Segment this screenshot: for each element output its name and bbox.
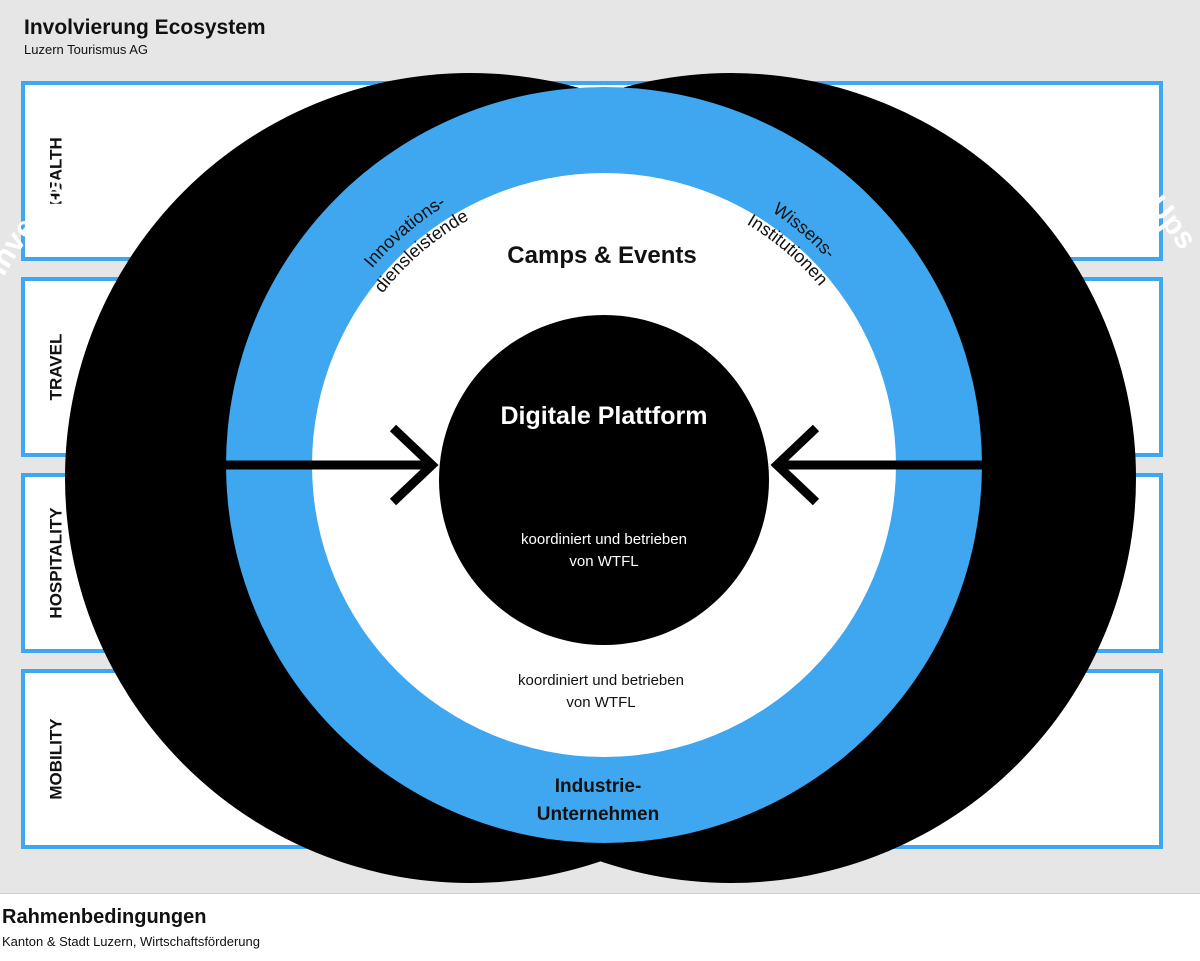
industrie-label-line1: Industrie- xyxy=(555,776,642,797)
page-subtitle: Luzern Tourismus AG xyxy=(24,42,149,57)
left-arrow-icon xyxy=(389,424,439,506)
sector-label-mobility: MOBILITY xyxy=(47,718,66,800)
sector-label-travel: TRAVEL xyxy=(47,334,66,401)
sector-label-hospitality: HOSPITALITY xyxy=(47,507,66,619)
right-arrow-icon xyxy=(770,424,820,506)
core-note-line1: koordiniert und betrieben xyxy=(521,531,687,548)
section-divider xyxy=(0,893,1200,894)
framework-title: Rahmenbedingungen xyxy=(2,906,207,928)
framework-subtitle: Kanton & Stadt Luzern, Wirtschaftsförder… xyxy=(2,934,260,949)
industrie-label-line2: Unternehmen xyxy=(537,804,659,825)
camps-events-label: Camps & Events xyxy=(507,242,696,269)
page-title: Involvierung Ecosystem xyxy=(24,16,266,39)
core-note-line2: von WTFL xyxy=(569,553,638,570)
digitale-plattform-core xyxy=(439,315,769,645)
events-note-line2: von WTFL xyxy=(566,694,635,711)
digitale-plattform-title: Digitale Plattform xyxy=(501,402,708,430)
sector-label-health: HEALTH xyxy=(47,137,66,205)
ecosystem-diagram: HEALTH TRAVEL HOSPITALITY MOBILITY Inves… xyxy=(0,73,1200,883)
events-note-line1: koordiniert und betrieben xyxy=(518,672,684,689)
